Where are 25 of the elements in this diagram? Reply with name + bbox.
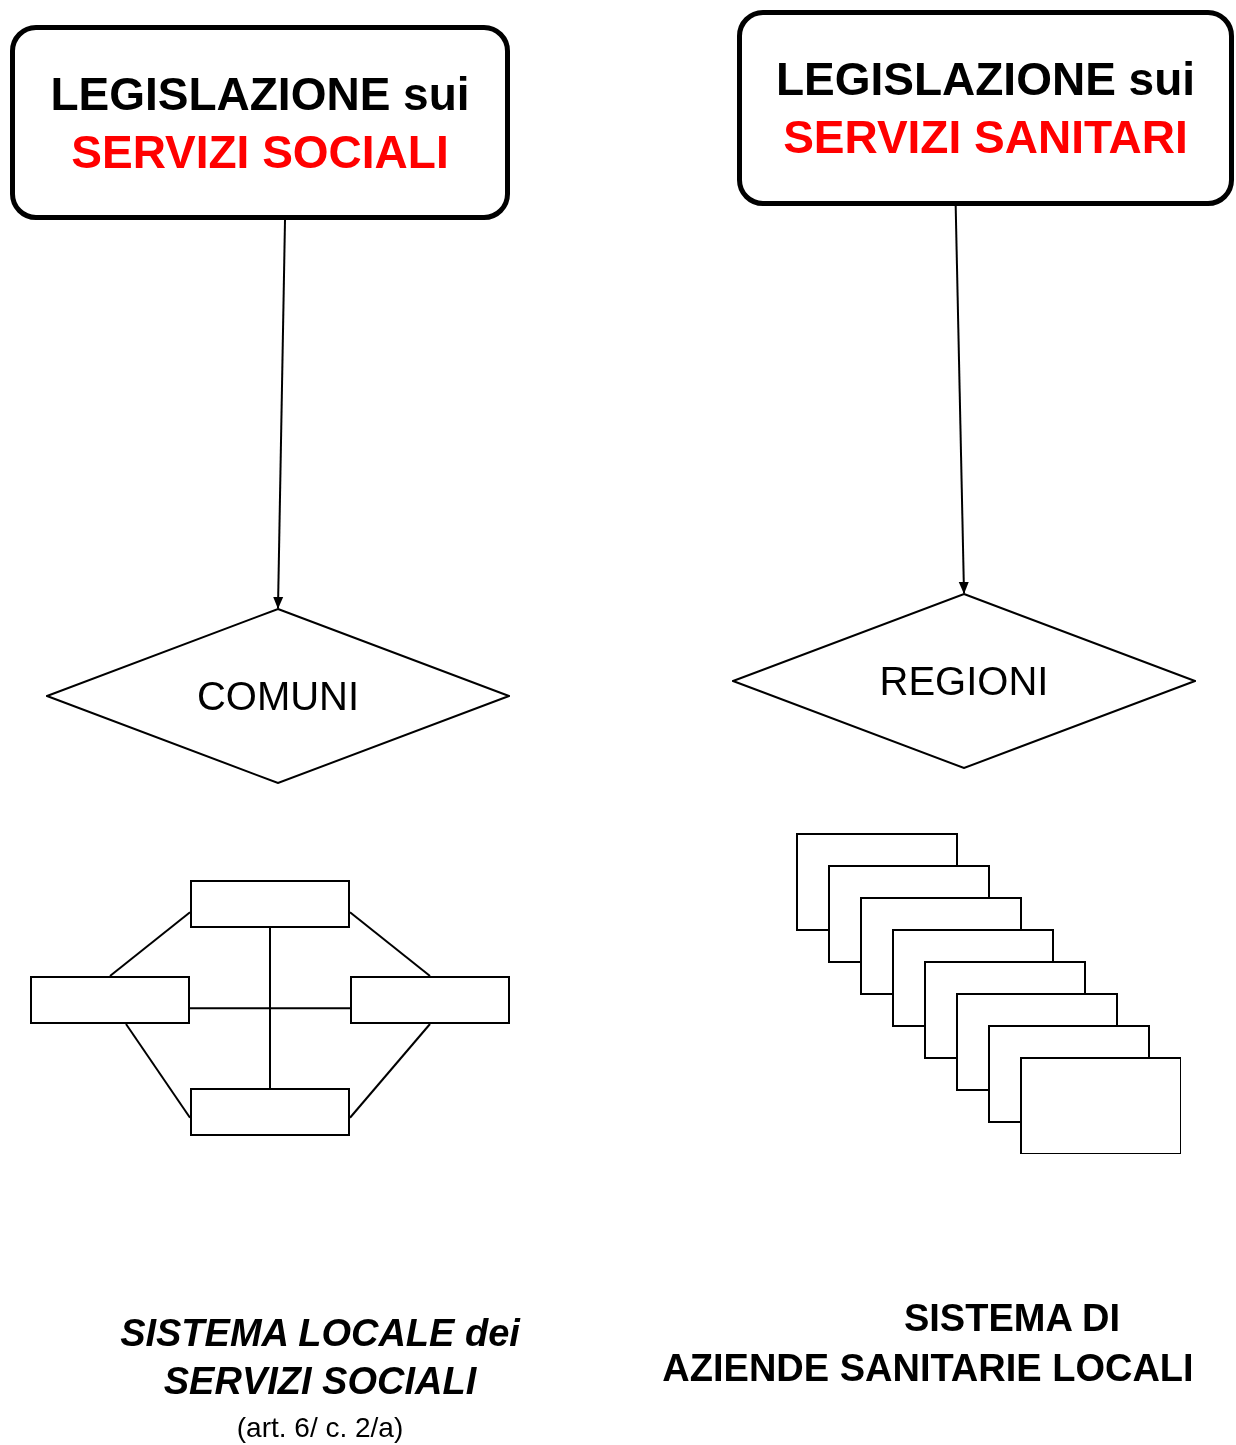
- box-text: LEGISLAZIONE sui: [775, 52, 1196, 107]
- stacked-boxes-drawing: [796, 833, 1181, 1154]
- empty-box: [190, 1088, 350, 1136]
- empty-box: [30, 976, 190, 1024]
- heading-box: [10, 25, 510, 220]
- connector-line: [269, 927, 271, 1089]
- reference-note: (art. 6/ c. 2/a): [235, 1411, 405, 1445]
- connector-line: [349, 911, 431, 977]
- connector-line: [125, 1023, 191, 1119]
- empty-box: [350, 976, 510, 1024]
- caption-text: SISTEMA LOCALE dei SERVIZI SOCIALI: [119, 1311, 522, 1404]
- box-text: LEGISLAZIONE sui: [50, 66, 470, 122]
- connector-line: [189, 1007, 351, 1010]
- box-text: SERVIZI SOCIALI: [71, 124, 449, 180]
- caption-text: SISTEMA DI: [902, 1296, 1122, 1341]
- caption-text: AZIENDE SANITARIE LOCALI: [661, 1346, 1195, 1391]
- connector-line: [349, 1023, 431, 1119]
- heading-box: [737, 10, 1234, 206]
- connector-line: [109, 911, 191, 977]
- diamond-label: REGIONI: [879, 658, 1049, 704]
- arrow: [954, 205, 969, 594]
- box-text: SERVIZI SANITARI: [783, 110, 1188, 165]
- diamond-label: COMUNI: [196, 673, 360, 719]
- empty-box: [190, 880, 350, 928]
- arrow: [273, 219, 286, 609]
